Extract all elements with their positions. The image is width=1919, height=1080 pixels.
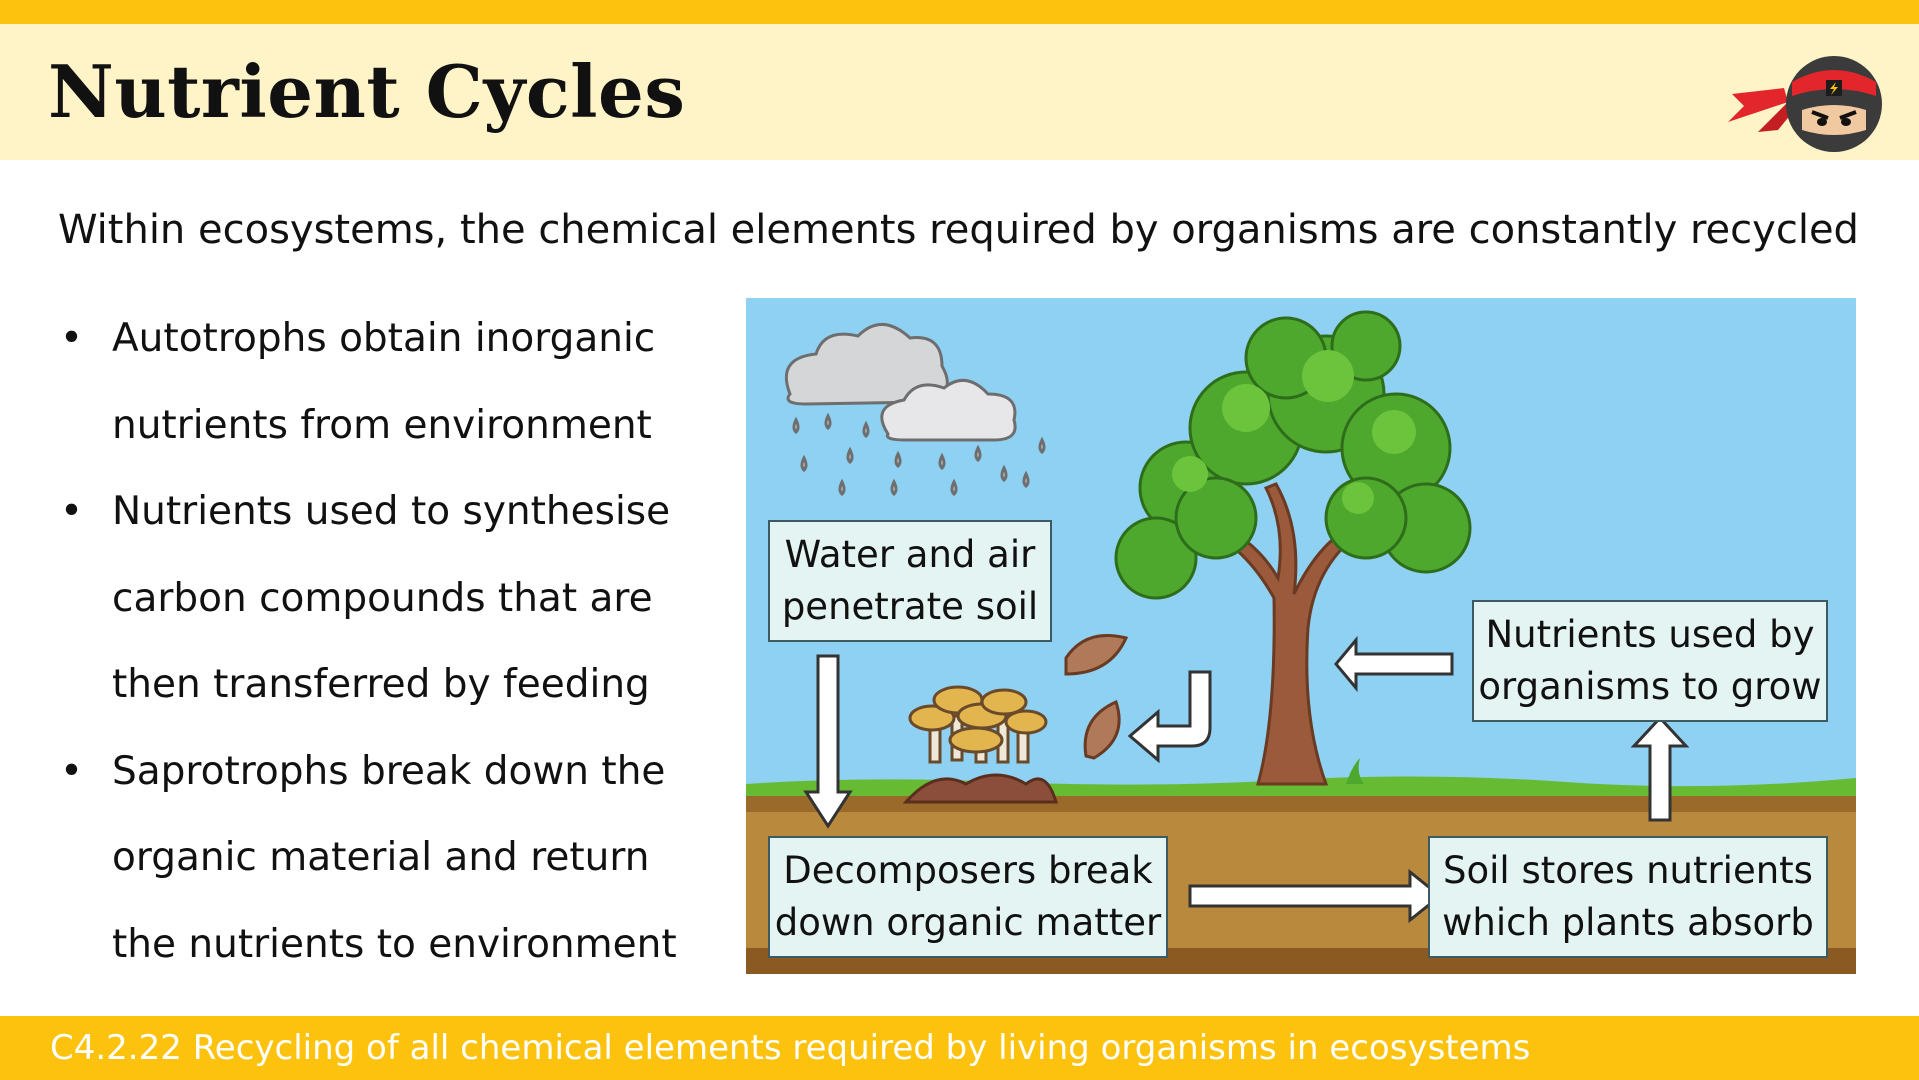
bullet-item: • Nutrients used to synthesise carbon co… — [52, 469, 712, 729]
ninja-logo-icon — [1722, 46, 1882, 156]
nutrient-cycle-diagram: Water and air penetrate soil Decomposers … — [746, 298, 1856, 974]
subtitle: Within ecosystems, the chemical elements… — [58, 207, 1859, 253]
tree-icon — [1114, 310, 1472, 786]
box-line: organisms to grow — [1478, 665, 1822, 708]
falling-leaf-icon — [1064, 634, 1129, 760]
mushroom-cluster-icon — [902, 685, 1059, 804]
bullet-line: the nutrients to environment — [112, 921, 677, 967]
bullet-marker: • — [60, 489, 84, 534]
bullet-item: • Autotrophs obtain inorganic nutrients … — [52, 296, 712, 469]
box-line: Water and air — [784, 533, 1036, 576]
bullet-item: • Saprotrophs break down the organic mat… — [52, 729, 712, 989]
box-line: down organic matter — [774, 901, 1162, 944]
decomposers-box: Decomposers break down organic matter — [768, 836, 1168, 958]
bullet-marker: • — [60, 316, 84, 361]
box-line: Nutrients used by — [1485, 613, 1815, 656]
bullet-list: • Autotrophs obtain inorganic nutrients … — [52, 296, 712, 988]
water-air-box: Water and air penetrate soil — [768, 520, 1052, 642]
rain-cloud-icon — [784, 323, 1046, 497]
bullet-line: Saprotrophs break down the — [112, 748, 666, 794]
arrow-icon — [803, 635, 1690, 924]
top-accent-bar — [0, 0, 1919, 24]
bullet-line: organic material and return — [112, 835, 650, 880]
nutrients-used-box: Nutrients used by organisms to grow — [1472, 600, 1828, 722]
bullet-line: nutrients from environment — [112, 402, 652, 448]
title-band — [0, 24, 1919, 160]
bullet-marker: • — [60, 748, 84, 794]
bullet-line: Nutrients used to synthesise — [112, 489, 671, 534]
box-line: penetrate soil — [781, 585, 1039, 628]
soil-stores-box: Soil stores nutrients which plants absorb — [1428, 836, 1828, 958]
footer-bar — [0, 1016, 1919, 1080]
bullet-line: Autotrophs obtain inorganic — [112, 316, 656, 361]
bullet-line: then transferred by feeding — [112, 662, 650, 707]
footer-text: C4.2.22 Recycling of all chemical elemen… — [50, 1028, 1531, 1068]
bullet-line: carbon compounds that are — [112, 575, 653, 621]
page-title: Nutrient Cycles — [48, 49, 686, 134]
box-line: which plants absorb — [1442, 901, 1814, 944]
box-line: Soil stores nutrients — [1443, 849, 1813, 892]
box-line: Decomposers break — [783, 849, 1153, 892]
